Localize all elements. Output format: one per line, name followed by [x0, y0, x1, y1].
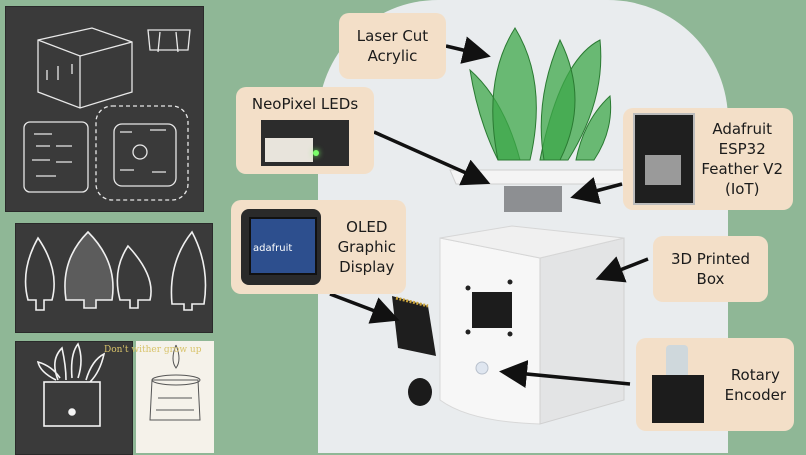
callout-arrows [329, 36, 649, 388]
acrylic-base-plate [449, 169, 647, 185]
encoder-shaft-hole [475, 361, 489, 375]
label-box-line-2: Box [696, 270, 725, 288]
esp32-board-render [504, 186, 562, 212]
label-esp-line-1: Adafruit [712, 120, 773, 138]
rotary-encoder-photo [644, 344, 712, 425]
arrow-rotary [499, 360, 631, 388]
oled-photo: adafruit [241, 209, 321, 285]
sketch-paper [136, 341, 214, 453]
label-esp-line-2: ESP32 [718, 140, 766, 158]
label-esp32-feather: Adafruit ESP32 Feather V2 (IoT) [623, 108, 793, 210]
oled-brand-text: adafruit [253, 243, 293, 254]
arrow-oled [329, 292, 400, 324]
label-laser-line-2: Acrylic [367, 47, 418, 65]
label-esp-line-4: (IoT) [724, 180, 760, 198]
label-oled-line-2: Graphic [337, 238, 396, 256]
sketch-panel-petals [15, 223, 213, 333]
label-3d-printed-box: 3D Printed Box [653, 236, 768, 302]
label-esp-line-3: Feather V2 [701, 160, 783, 178]
printed-box-side [539, 237, 625, 425]
acrylic-leaves [469, 27, 612, 161]
label-rotary-line-2: Encoder [724, 385, 786, 404]
label-neopixel-text: NeoPixel LEDs [251, 95, 359, 113]
encoder-knob-render [408, 378, 432, 406]
box-sketch [23, 27, 191, 201]
arrow-box [595, 256, 649, 283]
label-neopixel-leds: NeoPixel LEDs [236, 87, 374, 174]
printed-box-top [439, 225, 625, 259]
arrow-neopixel [373, 130, 491, 186]
petal-sketches [24, 230, 207, 311]
label-box-line-1: 3D Printed [670, 250, 751, 268]
label-laser-cut-acrylic: Laser Cut Acrylic [339, 13, 446, 79]
label-oled-line-3: Display [339, 258, 395, 276]
printed-box-front [439, 237, 541, 425]
label-oled-display: adafruit OLED Graphic Display [231, 200, 406, 294]
oled-cutout [472, 292, 512, 328]
arrow-laser [445, 36, 491, 64]
esp32-photo [633, 113, 695, 205]
label-rotary-encoder: Rotary Encoder [636, 338, 794, 431]
paper-note: Don't wither grow up [104, 345, 202, 355]
arrow-esp [570, 177, 623, 205]
label-laser-line-1: Laser Cut [356, 27, 429, 45]
paper-sketch [149, 344, 201, 421]
oled-module-render [392, 296, 436, 356]
label-rotary-line-1: Rotary [730, 365, 780, 384]
label-oled-line-1: OLED [346, 218, 388, 236]
neopixel-photo [261, 120, 349, 166]
plant-sketch [36, 342, 106, 427]
